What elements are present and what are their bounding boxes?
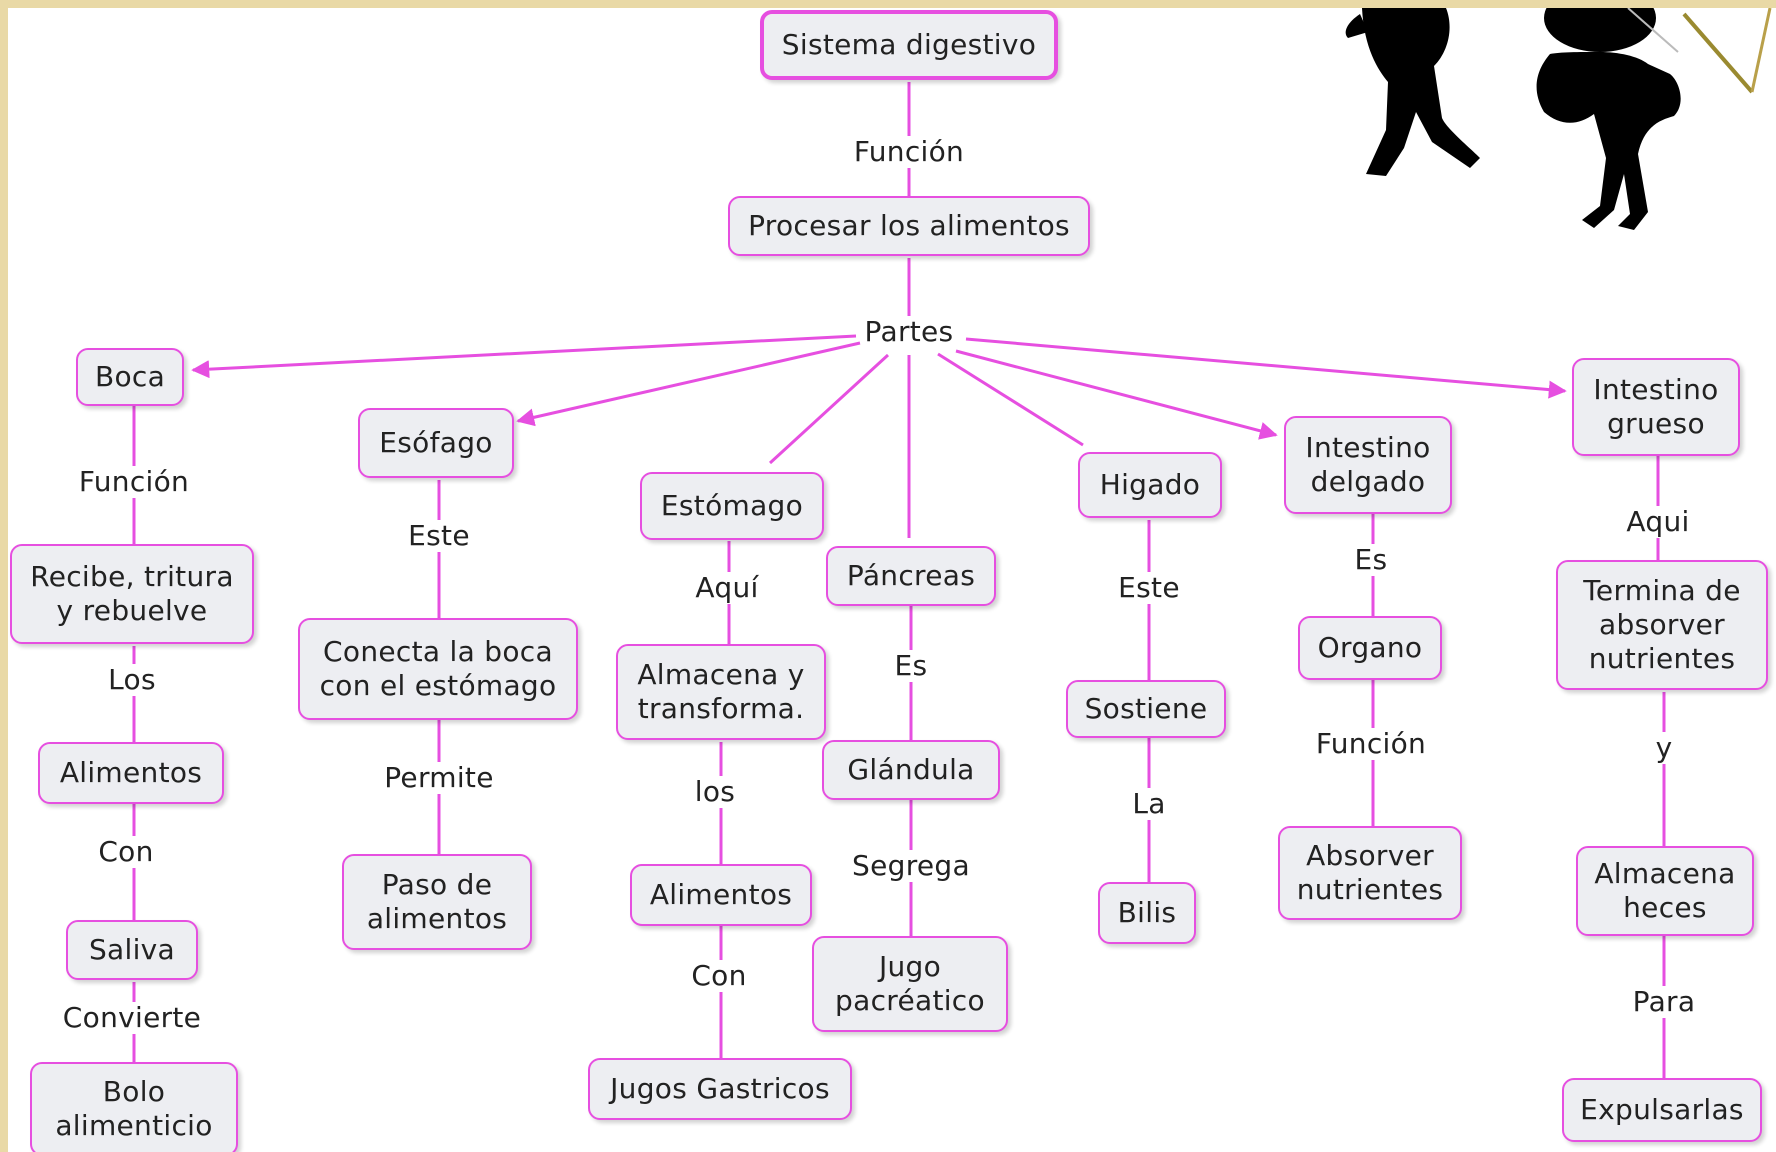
node-glandula: Glándula: [822, 740, 1000, 800]
link-label-aqui-estomago: Aquí: [693, 571, 761, 604]
node-alimentos-boca: Alimentos: [38, 742, 224, 804]
node-procesar-alimentos: Procesar los alimentos: [728, 196, 1090, 256]
node-recibe-tritura: Recibe, tritura y rebuelve: [10, 544, 254, 644]
link-label-para-grueso: Para: [1630, 985, 1698, 1018]
node-paso-alimentos: Paso de alimentos: [342, 854, 532, 950]
link-label-es-intestino: Es: [1352, 543, 1390, 576]
node-jugo-pancreatico: Jugo pacréatico: [812, 936, 1008, 1032]
node-alimentos-estomago: Alimentos: [630, 864, 812, 926]
node-bilis: Bilis: [1098, 882, 1196, 944]
link-label-los-estomago: los: [692, 775, 738, 808]
link-label-funcion: Función: [851, 135, 967, 168]
link-label-este-higado: Este: [1116, 571, 1182, 604]
link-label-aqui-grueso: Aqui: [1624, 505, 1692, 538]
node-boca: Boca: [76, 348, 184, 406]
link-label-con-estomago: Con: [689, 959, 749, 992]
link-label-es-pancreas: Es: [892, 649, 930, 682]
link-label-partes: Partes: [862, 315, 956, 348]
node-termina-absorver: Termina de absorver nutrientes: [1556, 560, 1768, 690]
link-label-con-boca: Con: [96, 835, 156, 868]
node-conecta-boca: Conecta la boca con el estómago: [298, 618, 578, 720]
node-organo: Organo: [1298, 616, 1442, 680]
link-label-la-higado: La: [1130, 787, 1168, 820]
node-sostiene: Sostiene: [1066, 680, 1226, 738]
link-label-segrega: Segrega: [850, 849, 972, 882]
node-almacena-heces: Almacena heces: [1576, 846, 1754, 936]
node-intestino-delgado: Intestino delgado: [1284, 416, 1452, 514]
link-label-los-boca: Los: [106, 663, 158, 696]
node-higado: Higado: [1078, 452, 1222, 518]
node-bolo-alimenticio: Bolo alimenticio: [30, 1062, 238, 1152]
link-label-convierte: Convierte: [60, 1001, 204, 1034]
link-label-funcion-intestino: Función: [1313, 727, 1429, 760]
link-label-este-esofago: Este: [406, 519, 472, 552]
link-label-y-grueso: y: [1653, 731, 1675, 764]
link-label-funcion-boca: Función: [76, 465, 192, 498]
node-jugos-gastricos: Jugos Gastricos: [588, 1058, 852, 1120]
node-intestino-grueso: Intestino grueso: [1572, 358, 1740, 456]
node-sistema-digestivo: Sistema digestivo: [760, 10, 1058, 80]
node-expulsarlas: Expulsarlas: [1562, 1078, 1762, 1142]
node-saliva: Saliva: [66, 920, 198, 980]
node-esofago: Esófago: [358, 408, 514, 478]
node-almacena-transforma: Almacena y transforma.: [616, 644, 826, 740]
cartoon-figures-illustration: [1345, 8, 1772, 230]
link-label-permite: Permite: [382, 761, 496, 794]
concept-map: Sistema digestivo Procesar los alimentos…: [8, 8, 1776, 1152]
node-absorver-nutrientes: Absorver nutrientes: [1278, 826, 1462, 920]
node-estomago: Estómago: [640, 472, 824, 540]
node-pancreas: Páncreas: [826, 546, 996, 606]
